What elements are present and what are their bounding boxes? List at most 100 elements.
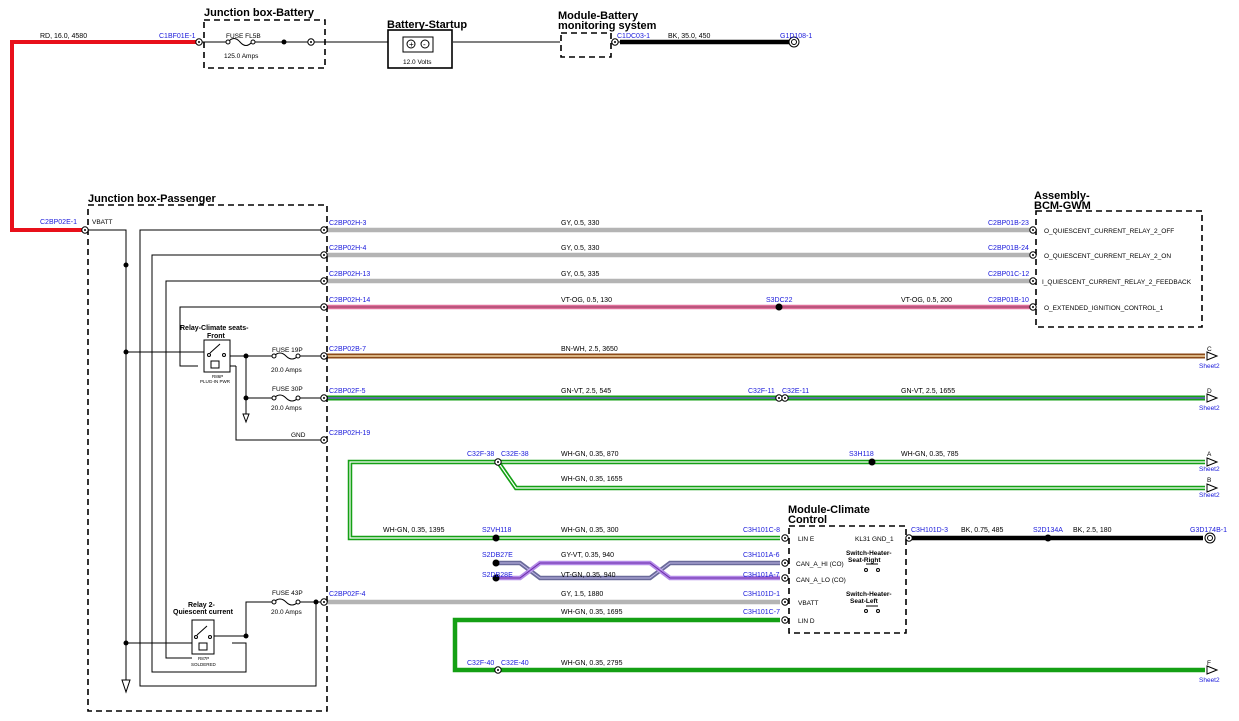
- splice-s2vh118: S2VH118: [482, 527, 512, 534]
- sheet-ref-f[interactable]: Sheet2: [1199, 677, 1220, 684]
- title-junction-box-passenger: Junction box-Passenger: [88, 193, 216, 205]
- climate-pin-vbatt: VBATT: [798, 600, 818, 607]
- title-relay2-1: Relay 2-: [188, 602, 216, 609]
- title-junction-box-battery: Junction box-Battery: [204, 7, 315, 19]
- fuse-fl5b-rating: 125.0 Amps: [224, 53, 259, 60]
- pin-c2bp01c-12: C2BP01C-12: [988, 271, 1029, 278]
- pin-c2bp02f-4: C2BP02F-4: [329, 591, 366, 598]
- pin-c2bp02h-13: C2BP02H-13: [329, 271, 370, 278]
- fuse-43p-name: FUSE 43P: [272, 590, 303, 597]
- battery-volts: 12.0 Volts: [403, 59, 432, 66]
- label-wh-gn-1655: WH-GN, 0.35, 1655: [561, 476, 623, 483]
- pin-c1dc03: C1DC03-1: [617, 33, 650, 40]
- sheet-ref-b[interactable]: Sheet2: [1199, 492, 1220, 499]
- pin-c2bp02h-19: C2BP02H-19: [329, 430, 370, 437]
- relay-climate-symbol: [203, 339, 236, 373]
- title-bcm-2: BCM-GWM: [1034, 200, 1091, 212]
- fuse-19p-symbol: [271, 352, 301, 360]
- label-vbatt: VBATT: [92, 219, 112, 226]
- relay-2-symbol: [191, 619, 215, 655]
- label-gn-vt-545: GN-VT, 2.5, 545: [561, 388, 611, 395]
- label-gy-335: GY, 0.5, 335: [561, 271, 600, 278]
- sheet-ref-d[interactable]: Sheet2: [1199, 405, 1220, 412]
- module-battery-monitoring: [560, 32, 612, 58]
- battery-feed-wire: [10, 40, 198, 232]
- title-relay-climate-1: Relay-Climate seats-: [180, 325, 249, 332]
- relay2-sub1: R87P: [198, 656, 209, 661]
- splice-s2db28e: S2DB28E: [482, 572, 513, 579]
- label-wh-gn-870: WH-GN, 0.35, 870: [561, 451, 619, 458]
- bcm-pin-1: O_QUIESCENT_CURRENT_RELAY_2_OFF: [1044, 228, 1174, 235]
- relay2-sub2: SOLDERED: [191, 662, 217, 667]
- junction-box-passenger: [87, 204, 328, 712]
- label-bk-180: BK, 2.5, 180: [1073, 527, 1112, 534]
- label-wh-gn-300: WH-GN, 0.35, 300: [561, 527, 619, 534]
- pin-c32e-38: C32E-38: [501, 451, 529, 458]
- splice-dots: [492, 303, 1052, 582]
- title-battery-startup: Battery-Startup: [387, 19, 467, 31]
- label-gnd: GND: [291, 432, 306, 439]
- fuse-19p-rating: 20.0 Amps: [271, 367, 302, 374]
- bcm-pin-2: O_QUIESCENT_CURRENT_RELAY_2_ON: [1044, 253, 1171, 260]
- label-wh-gn-2795: WH-GN, 0.35, 2795: [561, 660, 623, 667]
- fuse-30p-symbol: [271, 394, 301, 402]
- battery-cell-icon: + -: [402, 36, 434, 53]
- sheet-ref-a[interactable]: Sheet2: [1199, 466, 1220, 473]
- pin-g3d174b: G3D174B-1: [1190, 527, 1227, 534]
- label-bn-wh: BN-WH, 2.5, 3650: [561, 346, 618, 353]
- pin-c2bp02h-14: C2BP02H-14: [329, 297, 370, 304]
- label-gn-vt-1655: GN-VT, 2.5, 1655: [901, 388, 955, 395]
- sheet-letter-a: A: [1207, 451, 1212, 458]
- junction-dots: [123, 262, 319, 646]
- label-wh-gn-785: WH-GN, 0.35, 785: [901, 451, 959, 458]
- label-vt-gn-940: VT-GN, 0.35, 940: [561, 572, 616, 579]
- wire-wh-gn-b: [496, 460, 1205, 491]
- switch-right-1: Switch-Heater-: [846, 550, 892, 557]
- pin-c32e-40: C32E-40: [501, 660, 529, 667]
- passenger-internal-wiring: [88, 229, 323, 687]
- fuse-30p-rating: 20.0 Amps: [271, 405, 302, 412]
- label-gy-1880: GY, 1.5, 1880: [561, 591, 603, 598]
- climate-pin-lin-e: LIN E: [798, 536, 815, 543]
- fuse-19p-name: FUSE 19P: [272, 347, 303, 354]
- fuse-43p-rating: 20.0 Amps: [271, 609, 302, 616]
- pin-g1d108: G1D108-1: [780, 33, 812, 40]
- pin-c3h101a-6: C3H101A-6: [743, 552, 780, 559]
- junction-dot: [281, 39, 287, 45]
- title-climate-2: Control: [788, 514, 827, 526]
- title-bcm-1: Assembly-: [1034, 190, 1090, 202]
- sheet-ref-c[interactable]: Sheet2: [1199, 363, 1220, 370]
- switch-left-1: Switch-Heater-: [846, 591, 892, 598]
- climate-pin-can-hi: CAN_A_HI (CO): [796, 561, 844, 568]
- wire-wh-gn-lin-d: [452, 617, 1205, 673]
- bcm-gwm-box: [1035, 210, 1203, 328]
- sheet-letter-f: F: [1207, 660, 1211, 667]
- label-vt-og-130: VT-OG, 0.5, 130: [561, 297, 612, 304]
- svg-text:+: +: [409, 40, 414, 49]
- sheet-letter-b: B: [1207, 477, 1211, 484]
- can-twisted-pair: [496, 560, 780, 581]
- title-climate-1: Module-Climate: [788, 504, 870, 516]
- ground-arrow-icon: [242, 413, 250, 424]
- sheet-letter-d: D: [1207, 388, 1212, 395]
- climate-pin-can-lo: CAN_A_LO (CO): [796, 577, 846, 584]
- title-relay2-2: Quiescent current: [173, 609, 234, 616]
- switch-right-2: Seat-Right: [848, 557, 881, 564]
- sheet-arrows: [1206, 351, 1218, 675]
- label-gy-330-a: GY, 0.5, 330: [561, 220, 600, 227]
- seat-switch-symbols: [864, 563, 880, 613]
- pin-c2bp01b-10: C2BP01B-10: [988, 297, 1029, 304]
- junction-box-battery: [203, 19, 326, 69]
- label-vt-og-200: VT-OG, 0.5, 200: [901, 297, 952, 304]
- bcm-pin-3: I_QUIESCENT_CURRENT_RELAY_2_FEEDBACK: [1042, 279, 1192, 286]
- fuse-43p-symbol: [271, 598, 301, 606]
- label-bk-485: BK, 0.75, 485: [961, 527, 1004, 534]
- ground-g1d108-icon: [788, 36, 800, 48]
- title-module-battery: Module-Battery: [558, 10, 639, 22]
- label-gy-vt-940: GY-VT, 0.35, 940: [561, 552, 614, 559]
- pin-c2bp02b-7: C2BP02B-7: [329, 346, 366, 353]
- pin-c3h101d-3: C3H101D-3: [911, 527, 948, 534]
- fuse-fl5b-name: FUSE FL5B: [226, 33, 261, 40]
- label-wh-gn-1695: WH-GN, 0.35, 1695: [561, 609, 623, 616]
